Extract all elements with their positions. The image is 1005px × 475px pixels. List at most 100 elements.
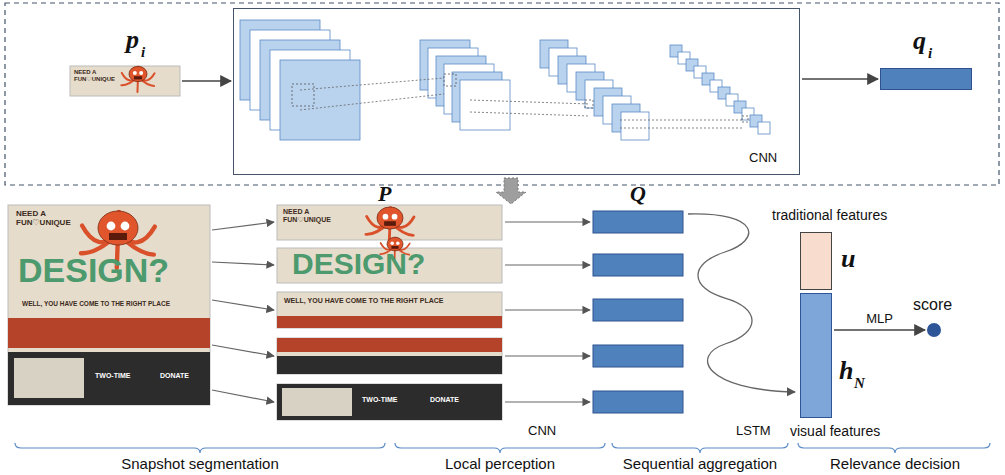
- screenshot-text: NEED A FUN♡UNIQUE: [74, 69, 118, 82]
- drawing-part: [470, 100, 590, 104]
- drawing-part: [212, 300, 274, 310]
- drawing-part: [593, 299, 683, 321]
- drawing-part: [129, 66, 147, 81]
- node-text: u: [841, 245, 855, 274]
- connector-arrow: [182, 80, 231, 82]
- drawing-part: [621, 112, 649, 140]
- drawing-part: [383, 214, 389, 220]
- screenshot-text: DONATE: [430, 396, 459, 404]
- drawing-part: [798, 443, 990, 453]
- drawing-part: [212, 390, 274, 402]
- drawing-part: [593, 391, 683, 413]
- annotation: traditional features: [772, 208, 887, 223]
- screenshot-text: TWO-TIME: [362, 396, 397, 404]
- drawing-part: [612, 443, 788, 453]
- annotation: CNN: [528, 424, 556, 438]
- drawing-part: [300, 78, 444, 90]
- drawing-part: [98, 211, 138, 245]
- drawing-part: [277, 205, 502, 244]
- connector-arrow: [834, 329, 925, 331]
- drawing-part: [70, 66, 180, 96]
- set-symbol: P: [378, 182, 391, 206]
- feature-vector: qi: [880, 68, 972, 90]
- drawing-part: [460, 80, 510, 130]
- visual-vector: hN: [800, 293, 832, 418]
- edge-label: MLP: [864, 312, 895, 326]
- screenshot-text: NEED A FUN♡UNIQUE: [16, 210, 76, 228]
- drawing-part: [593, 345, 683, 367]
- drawing-part: [212, 262, 274, 265]
- down-arrow: [496, 178, 526, 204]
- traditional-vector: u: [800, 232, 832, 290]
- lstm-wave: [688, 214, 795, 392]
- drawing-part: [593, 211, 683, 233]
- screenshot-text: TWO-TIME: [95, 372, 130, 380]
- stage-label: Relevance decision: [830, 456, 960, 473]
- score-dot: score: [927, 323, 941, 337]
- q-vectors: [593, 211, 683, 413]
- drawing-part: [139, 71, 143, 75]
- drawing-part: [121, 222, 130, 231]
- node-text: i: [141, 44, 145, 61]
- drawing-part: [277, 356, 502, 374]
- drawing-part: [212, 222, 274, 230]
- drawing-part: [121, 67, 154, 92]
- drawing-part: [277, 248, 502, 283]
- drawing-part: [14, 358, 84, 398]
- connector-arrow: [802, 78, 878, 80]
- node-text: h: [839, 357, 853, 386]
- drawing-part: [277, 338, 502, 374]
- screenshots: [8, 66, 502, 420]
- drawing-part: [505, 221, 590, 222]
- drawing-part: [620, 120, 742, 121]
- drawing-part: [292, 84, 314, 106]
- stage-label: Sequential aggregation: [623, 456, 777, 473]
- drawing-part: [277, 237, 502, 283]
- drawing-part: [277, 384, 502, 420]
- drawing-part: [277, 384, 502, 420]
- drawing-part: [396, 241, 400, 245]
- segment-arrows: [212, 222, 274, 402]
- screenshot-text: DESIGN?: [18, 252, 169, 289]
- screenshot-text: DONATE: [160, 372, 189, 380]
- screenshot-text: DESIGN?: [292, 247, 425, 280]
- drawing-part: [377, 207, 403, 229]
- cnn-box: CNN: [233, 8, 800, 175]
- node-text: q: [913, 27, 926, 56]
- drawing-part: [277, 292, 502, 328]
- dashed-frame: [5, 3, 999, 185]
- node-text: N: [854, 375, 865, 392]
- drawing-part: [300, 94, 444, 110]
- drawing-part: [8, 318, 210, 348]
- drawing-part: [505, 309, 590, 310]
- node-text: score: [913, 296, 952, 314]
- set-symbol: Q: [630, 182, 646, 206]
- drawing-part: [277, 292, 502, 328]
- drawing-part: [505, 401, 590, 402]
- drawing-part: [277, 338, 502, 374]
- drawing-part: [395, 443, 605, 453]
- drawing-part: [15, 443, 385, 453]
- cnn-layers: [240, 20, 770, 140]
- screenshot-text: WELL, YOU HAVE COME TO THE RIGHT PLACE: [22, 300, 170, 307]
- drawing-part: [8, 352, 210, 405]
- annotation: visual features: [790, 424, 880, 439]
- drawing-part: [107, 222, 116, 231]
- drawing-part: [470, 112, 590, 116]
- drawing-part: [277, 338, 502, 352]
- stage-brackets: [15, 443, 990, 453]
- drawing-part: [758, 122, 770, 134]
- drawing-part: [277, 384, 502, 420]
- drawing-part: [134, 76, 142, 79]
- node-text: p: [126, 26, 139, 55]
- node-text: CNN: [749, 151, 777, 165]
- drawing-part: [8, 205, 210, 405]
- drawing-part: [133, 71, 137, 75]
- drawing-part: [585, 100, 593, 108]
- screenshot-text: WELL, YOU HAVE COME TO THE RIGHT PLACE: [284, 297, 443, 305]
- stage-label: Local perception: [445, 456, 555, 473]
- drawing-part: [280, 60, 360, 140]
